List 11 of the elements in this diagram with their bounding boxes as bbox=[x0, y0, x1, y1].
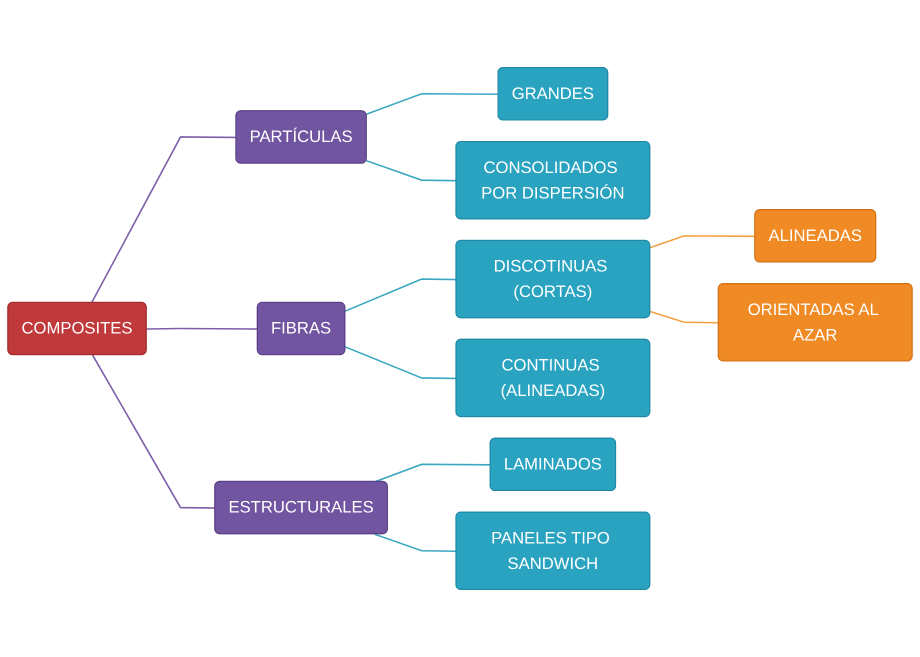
connector bbox=[90, 136, 236, 304]
connector bbox=[146, 328, 258, 330]
connector bbox=[345, 346, 456, 380]
connector bbox=[650, 235, 756, 248]
connector bbox=[345, 278, 456, 312]
connector bbox=[366, 160, 456, 182]
connector bbox=[366, 92, 498, 115]
connector bbox=[650, 310, 719, 324]
connector bbox=[374, 533, 456, 552]
connector bbox=[374, 464, 491, 483]
connector bbox=[92, 354, 216, 509]
